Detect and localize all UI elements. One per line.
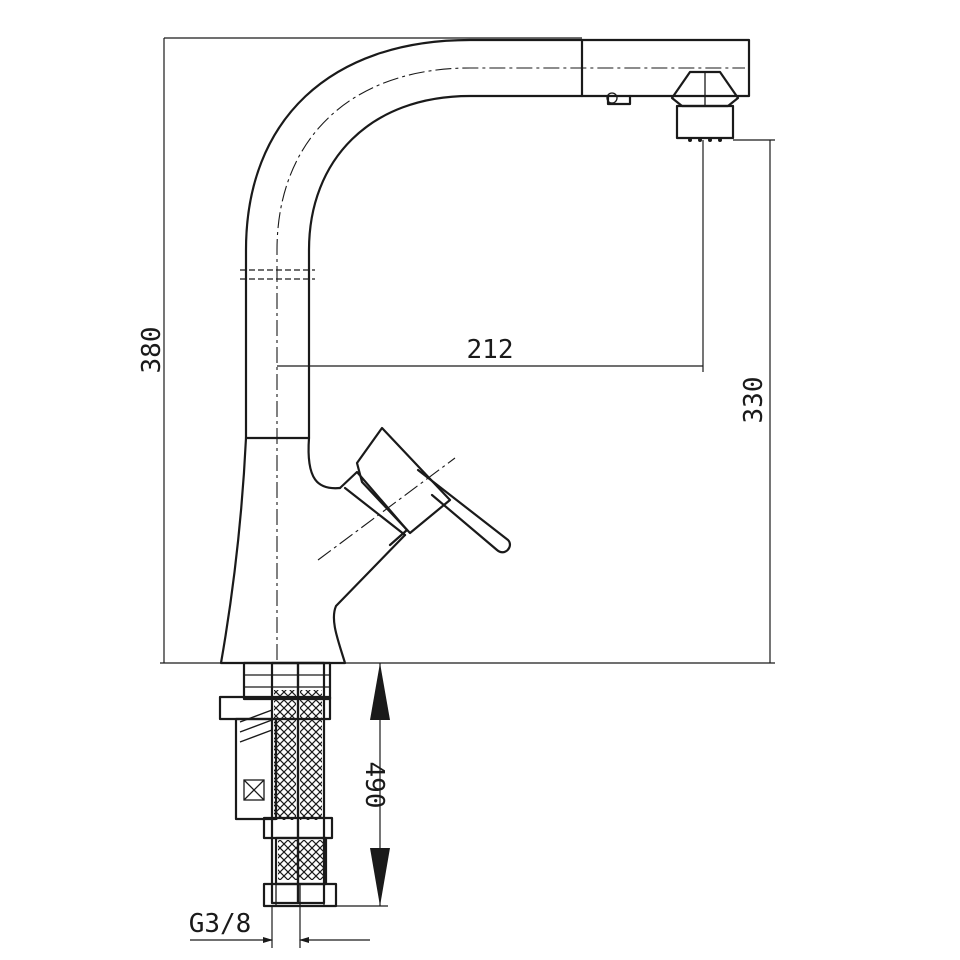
faucet-spout [240, 38, 745, 660]
dim-label-380: 380 [137, 327, 167, 374]
dim-label-212: 212 [467, 335, 514, 365]
dim-spout-reach: 212 [277, 140, 704, 372]
dim-total-height: 380 [137, 37, 582, 663]
dim-label-330: 330 [739, 377, 769, 424]
dim-label-490: 490 [359, 762, 389, 809]
flex-hoses [262, 661, 338, 908]
dim-thread: G3/8 [189, 906, 370, 948]
spout-head [580, 38, 751, 142]
dim-label-thread: G3/8 [189, 909, 252, 939]
faucet-body [219, 436, 407, 665]
aerator-nozzles [688, 138, 722, 142]
dim-spout-height: 330 [733, 139, 775, 663]
lever-handle [317, 426, 512, 561]
dim-hose-length: 490 [332, 663, 390, 907]
